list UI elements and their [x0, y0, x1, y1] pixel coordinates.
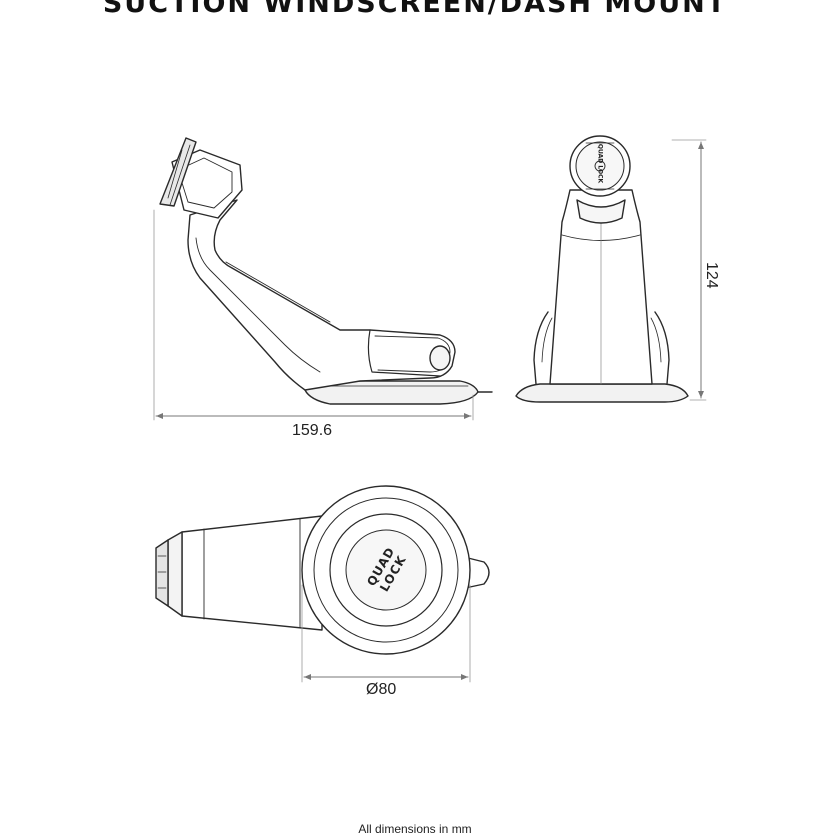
front-view	[515, 135, 707, 403]
top-view-arm	[181, 515, 323, 631]
page-title: SUCTION WINDSCREEN/DASH MOUNT	[102, 0, 728, 19]
dim-label-length: 159.6	[292, 422, 333, 439]
side-view-arm	[187, 199, 456, 391]
front-view-logo: QUAD LOCK	[597, 140, 604, 188]
side-view-head	[171, 149, 243, 219]
footer-note: All dimensions in mm	[358, 822, 472, 836]
front-logo-text: QUAD LOCK	[596, 143, 604, 184]
side-view	[153, 137, 493, 421]
top-view-lock-ring	[155, 539, 169, 607]
front-view-suction-base	[515, 383, 689, 403]
dim-label-diameter: Ø80	[366, 681, 397, 698]
dim-label-height: 124	[703, 262, 720, 289]
top-view	[155, 485, 490, 683]
